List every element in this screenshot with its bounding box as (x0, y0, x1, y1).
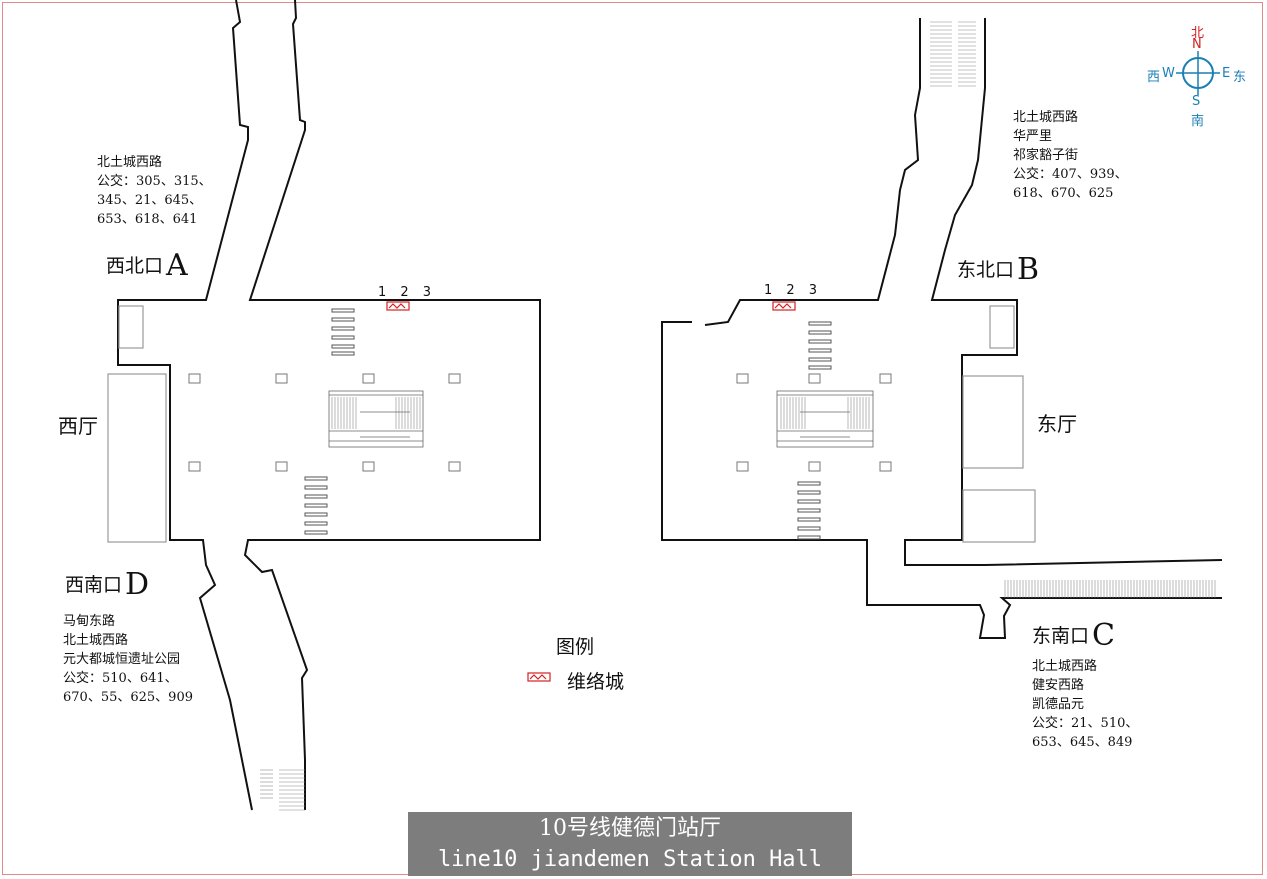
west-room-small (118, 305, 144, 349)
exit-c-name: 东南口 (1032, 625, 1090, 647)
exit-a-info: 北土城西路 公交：305、315、 345、21、645、 653、618、64… (97, 153, 212, 229)
compass-east-en: E (1222, 66, 1231, 81)
walls (117, 0, 1223, 811)
exit-b-letter: B (1017, 252, 1040, 287)
exit-a-name: 西北口 (106, 255, 164, 277)
columns (188, 373, 892, 472)
stair-treads (260, 21, 1216, 811)
east-gate-numbers: 1 2 3 (764, 283, 823, 298)
east-hall-wall-top-left (661, 321, 1222, 639)
exit-d-info: 马甸东路 北土城西路 元大都城恒遗址公园 公交：510、641、 670、55、… (63, 612, 193, 707)
compass-west-cn: 西 (1147, 70, 1161, 85)
exit-c-info-line: 公交：21、510、 (1032, 716, 1139, 731)
exit-a-info-line: 公交：305、315、 (97, 174, 212, 189)
compass-west-en: W (1162, 66, 1175, 81)
legend-swatch (527, 672, 551, 682)
west-hall-label: 西厅 (58, 414, 98, 438)
west-hall-wall-left (117, 0, 253, 811)
exit-c-info-line: 凯德品元 (1032, 697, 1085, 712)
exit-d-info-line: 公交：510、641、 (63, 671, 178, 686)
compass-south-cn: 南 (1191, 114, 1205, 129)
east-room-small (989, 305, 1015, 349)
legend-item-label: 维络城 (567, 671, 625, 693)
west-hall-room (107, 373, 167, 543)
exit-c-info: 北土城西路 健安西路 凯德品元 公交：21、510、 653、645、849 (1032, 657, 1138, 752)
exit-d-info-line: 670、55、625、909 (63, 690, 193, 705)
west-hall-wall-right (243, 0, 541, 810)
west-gate-numbers: 1 2 3 (378, 285, 437, 300)
west-stair-block (328, 390, 424, 448)
compass-north-cn: 北 (1191, 26, 1205, 41)
exit-b-info: 北土城西路 华严里 祁家豁子街 公交：407、939、 618、670、625 (1013, 108, 1128, 203)
central-stairs (328, 390, 874, 448)
east-stair-block (776, 390, 874, 448)
compass (1176, 51, 1220, 95)
compass-east-cn: 东 (1233, 70, 1247, 85)
exit-b-info-line: 公交：407、939、 (1013, 167, 1128, 182)
exit-a-info-line: 北土城西路 (97, 155, 163, 170)
east-hall-wall-right (904, 18, 1223, 566)
exit-d-info-line: 北土城西路 (63, 633, 129, 648)
compass-south-en: S (1192, 94, 1201, 109)
east-hall-wall-left (704, 18, 921, 326)
exit-d-info-line: 元大都城恒遗址公园 (63, 652, 181, 667)
station-title-cn: 10号线健德门站厅 (539, 816, 721, 841)
side-rooms (107, 305, 1036, 543)
exit-d-name: 西南口 (65, 574, 123, 596)
west-weiluocheng-marker (386, 301, 410, 311)
exit-d-info-line: 马甸东路 (63, 614, 116, 629)
east-weiluocheng-marker (772, 301, 796, 311)
exit-a-info-line: 345、21、645、 (97, 193, 203, 208)
east-hall-label: 东厅 (1037, 412, 1077, 436)
east-room-lower (962, 489, 1036, 543)
compass-north-en: N (1192, 37, 1202, 52)
exit-c-info-line: 653、645、849 (1032, 735, 1133, 750)
exit-b-info-line: 618、670、625 (1013, 186, 1114, 201)
turnstiles (304, 308, 832, 540)
exit-b-info-line: 华严里 (1013, 129, 1053, 144)
station-title-box: 10号线健德门站厅 line10 jiandemen Station Hall (408, 812, 852, 876)
exit-c-info-line: 北土城西路 (1032, 659, 1098, 674)
exit-b-info-line: 北土城西路 (1013, 110, 1079, 125)
legend-title: 图例 (556, 636, 595, 658)
station-title-en: line10 jiandemen Station Hall (437, 847, 823, 872)
weiluocheng-markers (386, 301, 796, 682)
exit-c-info-line: 健安西路 (1032, 678, 1085, 693)
east-hall-room (962, 375, 1024, 469)
exit-d-letter: D (125, 567, 150, 602)
exit-a-info-line: 653、618、641 (97, 212, 198, 227)
exit-b-info-line: 祁家豁子街 (1013, 148, 1079, 163)
exit-b-name: 东北口 (957, 259, 1015, 281)
exit-a-letter: A (166, 248, 188, 283)
exit-c-letter: C (1092, 618, 1115, 653)
